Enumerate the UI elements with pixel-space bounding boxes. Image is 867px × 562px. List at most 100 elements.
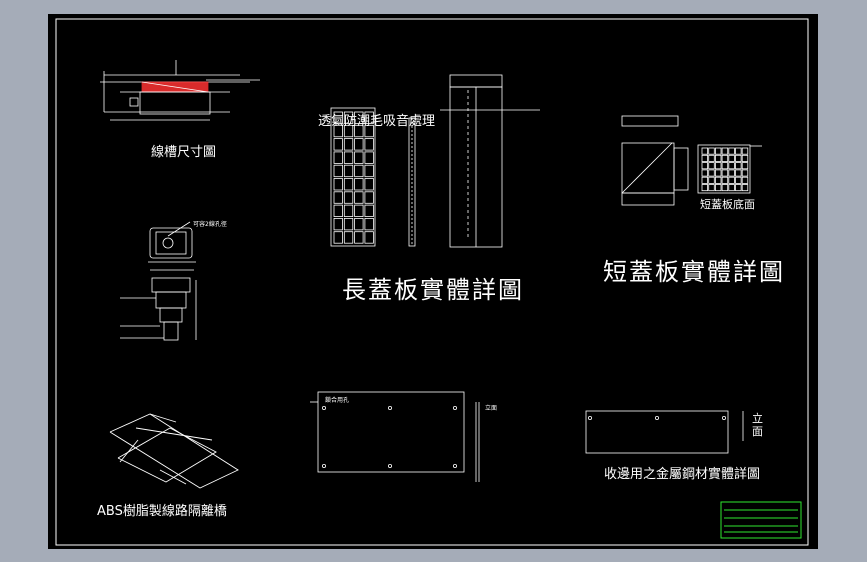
grid-cell [333,204,343,218]
grid-cell [364,204,374,218]
grid-cell [708,147,715,155]
grid-cell [333,217,343,231]
grid-cell [364,231,374,244]
title-block [720,501,802,539]
grid-cell [354,191,364,204]
grid-cell [364,217,374,231]
grid-cell [343,138,354,151]
grid-cell [735,162,742,170]
grid-cell [333,164,343,178]
inner-frame [55,18,809,546]
grid-cell [728,184,735,192]
grid-cell [364,151,374,164]
grid-cell [721,184,729,192]
drawing-sheet [48,14,818,549]
grid-cell [343,151,354,164]
grid-cell [728,169,735,177]
breathable-felt-note: 透氣防潮毛吸音處理 [318,114,436,129]
long-cover-front-panel [310,391,480,482]
grid-cell [333,138,343,151]
grid-cell [343,111,354,124]
side-front-view-label: 立面 [752,412,763,438]
short-cover-drawing [621,115,762,206]
grid-cell [715,154,722,162]
grid-cell [741,184,749,192]
abs-bridge-title: ABS樹脂製線路隔離橋 [97,504,227,519]
grid-cell [701,176,708,184]
grid-cell [735,184,742,192]
grid-cell [708,184,715,192]
grid-cell [333,111,343,124]
grid-cell [343,124,354,138]
grid-cell [721,154,729,162]
grid-cell [728,154,735,162]
grid-cell [364,164,374,178]
cable-tray-drawing [100,60,260,121]
grid-cell [741,154,749,162]
cable-hole-note: 可容2線孔徑 [193,221,227,228]
cable-tray-title: 線槽尺寸圖 [151,145,217,160]
grid-cell [343,204,354,218]
grid-cell [343,217,354,231]
grid-cell [333,191,343,204]
grid-cell [354,164,364,178]
short-cover-title: 短蓋板實體詳圖 [603,258,785,286]
grid-cell [333,151,343,164]
grid-cell [354,151,364,164]
grid-cell [333,231,343,244]
grid-cell [364,111,374,124]
grid-cell [364,124,374,138]
grid-cell [701,162,708,170]
grid-cell [715,162,722,170]
grid-cell [735,154,742,162]
grid-cell [741,147,749,155]
grid-cell [701,184,708,192]
metal-edge-title: 收邊用之金屬鋼材實體詳圖 [604,467,761,482]
grid-cell [354,217,364,231]
grid-cell [354,204,364,218]
grid-cell [735,176,742,184]
grid-cell [741,176,749,184]
grid-cell [741,169,749,177]
long-cover-side [440,74,540,248]
grid-cell [728,176,735,184]
grid-cell [343,191,354,204]
grid-cell [708,176,715,184]
grid-cell [354,124,364,138]
grid-cell [701,147,708,155]
grid-cell [715,147,722,155]
grid-cell [354,111,364,124]
screw-holes-note: 鎖合用孔 [325,397,350,404]
grid-cell [721,176,729,184]
grid-cell [715,176,722,184]
long-front-view-label: 立面 [485,405,498,412]
long-cover-title: 長蓋板實體詳圖 [342,276,524,304]
grid-cell [354,231,364,244]
grid-cell [333,178,343,191]
grid-cell [715,184,722,192]
abs-bridge-drawing [109,413,239,489]
grid-cell [728,162,735,170]
grid-cell [735,147,742,155]
grid-cell [701,154,708,162]
grid-cell [364,138,374,151]
grid-cell [721,147,729,155]
metal-edge-drawing [585,410,744,454]
short-cover-base-label: 短蓋板底面 [700,198,755,211]
cable-hole-drawing [120,221,197,341]
grid-cell [708,169,715,177]
grid-cell [354,138,364,151]
grid-cell [343,178,354,191]
grid-cell [364,191,374,204]
grid-cell [343,231,354,244]
grid-cell [364,178,374,191]
grid-cell [721,169,729,177]
grid-cell [735,169,742,177]
grid-cell [333,124,343,138]
grid-cell [728,147,735,155]
long-cover-grid [330,107,416,247]
grid-cell [701,169,708,177]
grid-cell [354,178,364,191]
grid-cell [708,154,715,162]
